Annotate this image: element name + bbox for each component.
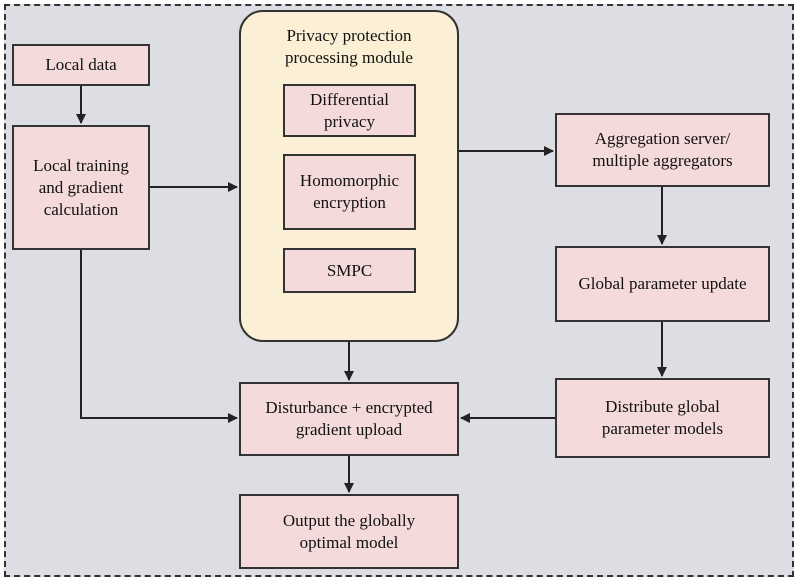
arrow-training-to-upload	[80, 250, 238, 423]
aggregation-server-node: Aggregation server/ multiple aggregators	[555, 113, 770, 187]
privacy-module-title: Privacy protection processing module	[285, 26, 413, 67]
global-parameter-update-node: Global parameter update	[555, 246, 770, 322]
differential-privacy-node: Differential privacy	[283, 84, 416, 137]
disturbance-upload-node: Disturbance + encrypted gradient upload	[239, 382, 459, 456]
distribute-models-node: Distribute global parameter models	[555, 378, 770, 458]
smpc-node: SMPC	[283, 248, 416, 293]
local-training-node: Local training and gradient calculation	[12, 125, 150, 250]
output-model-node: Output the globally optimal model	[239, 494, 459, 569]
local-data-node: Local data	[12, 44, 150, 86]
homomorphic-encryption-node: Homomorphic encryption	[283, 154, 416, 230]
